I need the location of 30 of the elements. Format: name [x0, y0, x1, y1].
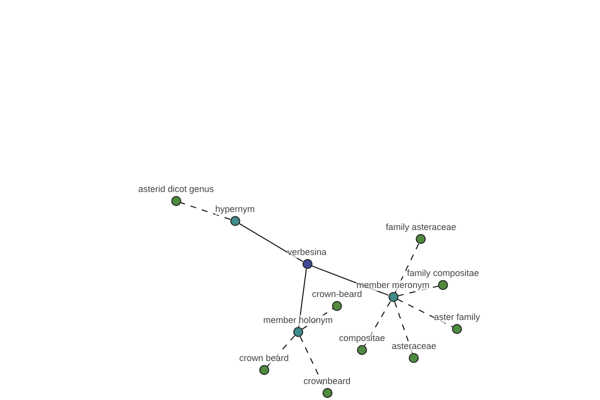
dashed-connector — [364, 300, 391, 346]
node-label: hypernym — [215, 204, 255, 215]
graph-node — [434, 312, 480, 334]
node-label: verbesina — [287, 247, 327, 258]
node-label: crown beard — [239, 353, 289, 364]
connector-line — [238, 223, 304, 262]
graph-node — [392, 341, 436, 363]
graph-node — [239, 353, 289, 375]
node-label: family compositae — [406, 268, 480, 279]
node-label: member meronym — [356, 280, 430, 291]
graph-node — [215, 204, 255, 226]
node-label: family asteraceae — [386, 222, 456, 233]
node-label: compositae — [338, 333, 386, 344]
graph-node — [386, 222, 456, 244]
node-label: asterid dicot genus — [138, 184, 214, 195]
node-label: asteraceae — [392, 341, 436, 352]
node-label: member holonym — [263, 315, 333, 326]
graph-node — [312, 289, 362, 311]
graph-node — [287, 247, 327, 269]
node-label: aster family — [434, 312, 480, 323]
dashed-connector — [396, 298, 454, 328]
graph-node — [138, 184, 214, 206]
dashed-connector — [394, 301, 413, 354]
node-label: crown-beard — [312, 289, 362, 300]
graph-node — [263, 315, 333, 337]
graph-node — [338, 333, 386, 355]
node-label: crownbeard — [303, 376, 351, 387]
dashed-connector — [394, 243, 420, 293]
graph-node — [303, 376, 351, 398]
dashed-connector — [180, 202, 231, 220]
